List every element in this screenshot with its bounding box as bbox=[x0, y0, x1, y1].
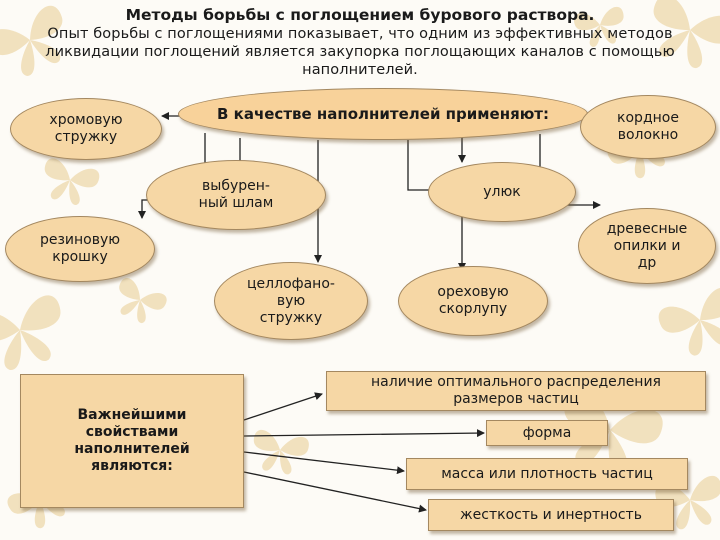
filler-node-ulyuk: улюк bbox=[428, 162, 576, 222]
filler-node-kordnoe-volokno: кордное волокно bbox=[580, 95, 716, 159]
filler-node-orekhovuyu-skorlupu: ореховую скорлупу bbox=[398, 266, 548, 336]
property-form: форма bbox=[486, 420, 608, 446]
intro-text: Опыт борьбы с поглощениями показывает, ч… bbox=[45, 26, 675, 78]
filler-node-vyburenny-shlam: выбурен-ный шлам bbox=[146, 160, 326, 230]
filler-node-drevesnye-opilki: древесные опилки и др bbox=[578, 208, 716, 284]
property-distribution: наличие оптимального распределения разме… bbox=[326, 371, 706, 411]
arrow-to-prop-4 bbox=[243, 471, 427, 513]
filler-node-rezinovuyu-kroshku: резиновую крошку bbox=[5, 216, 155, 282]
property-rigidity: жесткость и инертность bbox=[428, 499, 674, 531]
properties-box: Важнейшими свойствами наполнителей являю… bbox=[20, 374, 244, 508]
filler-node-khromovuyu-struzhku: хромовую стружку bbox=[10, 98, 162, 160]
arrow-to-prop-3 bbox=[243, 451, 405, 475]
center-node-fillers: В качестве наполнителей применяют: bbox=[178, 88, 588, 140]
arrow-to-prop-2 bbox=[243, 429, 485, 438]
property-mass-density: масса или плотность частиц bbox=[406, 458, 688, 490]
filler-node-cellofanovuyu-struzhku: целлофано-вую стружку bbox=[214, 262, 368, 340]
arrow-to-prop-1 bbox=[243, 392, 323, 421]
page-title: Методы борьбы с поглощением бурового рас… bbox=[125, 6, 595, 24]
